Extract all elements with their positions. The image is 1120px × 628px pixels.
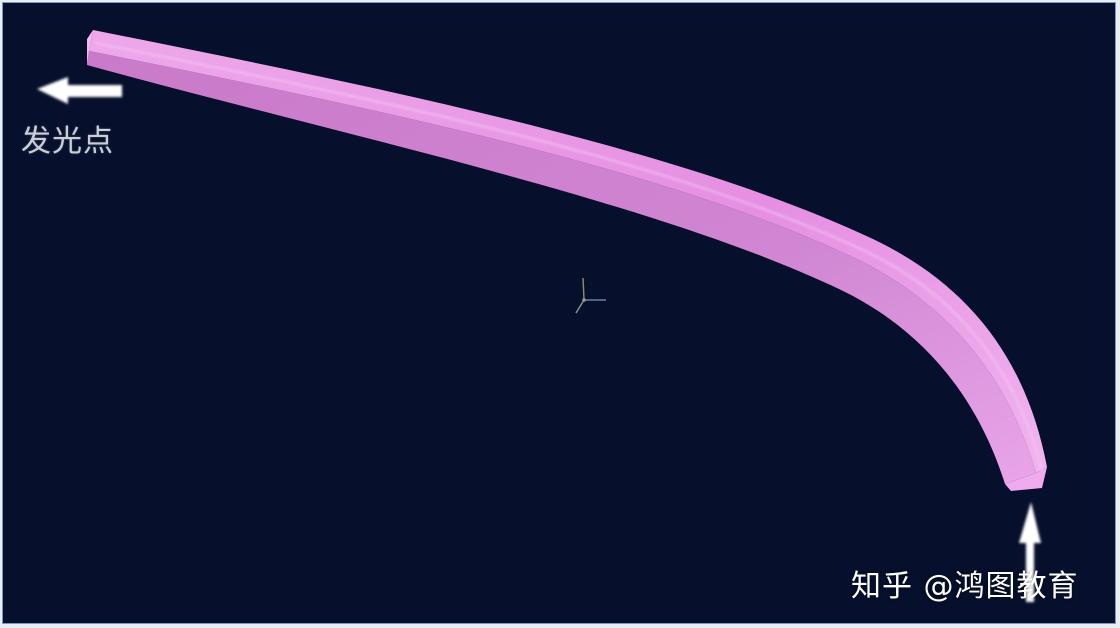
axis-gizmo-icon (575, 277, 606, 314)
up-arrow-icon (1019, 502, 1041, 602)
scene-illustration (37, 30, 1047, 602)
left-arrow-icon (37, 77, 122, 104)
fiber-side-face (87, 51, 1036, 484)
watermark-text: 知乎 @鸿图教育 (851, 569, 1079, 604)
light-source-label: 发光点 (21, 124, 114, 159)
fiber-left-end (87, 30, 93, 65)
fiber-highlight (94, 42, 1043, 472)
fiber-top-face (89, 30, 1047, 473)
fiber-right-end (1005, 467, 1047, 491)
